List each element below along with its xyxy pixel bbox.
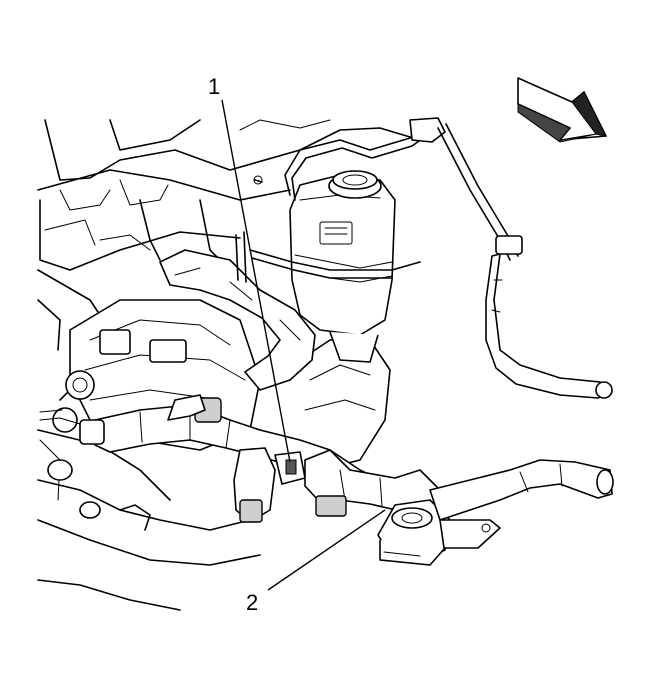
coolant-reservoir (249, 170, 421, 363)
vent-hose (284, 117, 613, 399)
direction-arrow-icon (517, 77, 607, 143)
vehicle-frame (37, 119, 421, 611)
callout-label-1: 1 (208, 74, 221, 99)
callout-label-2: 2 (246, 590, 259, 615)
callout-leaders (221, 99, 386, 591)
coolant-hoses (39, 175, 614, 566)
leader-line-2 (267, 509, 386, 591)
leader-line-1 (221, 99, 291, 463)
